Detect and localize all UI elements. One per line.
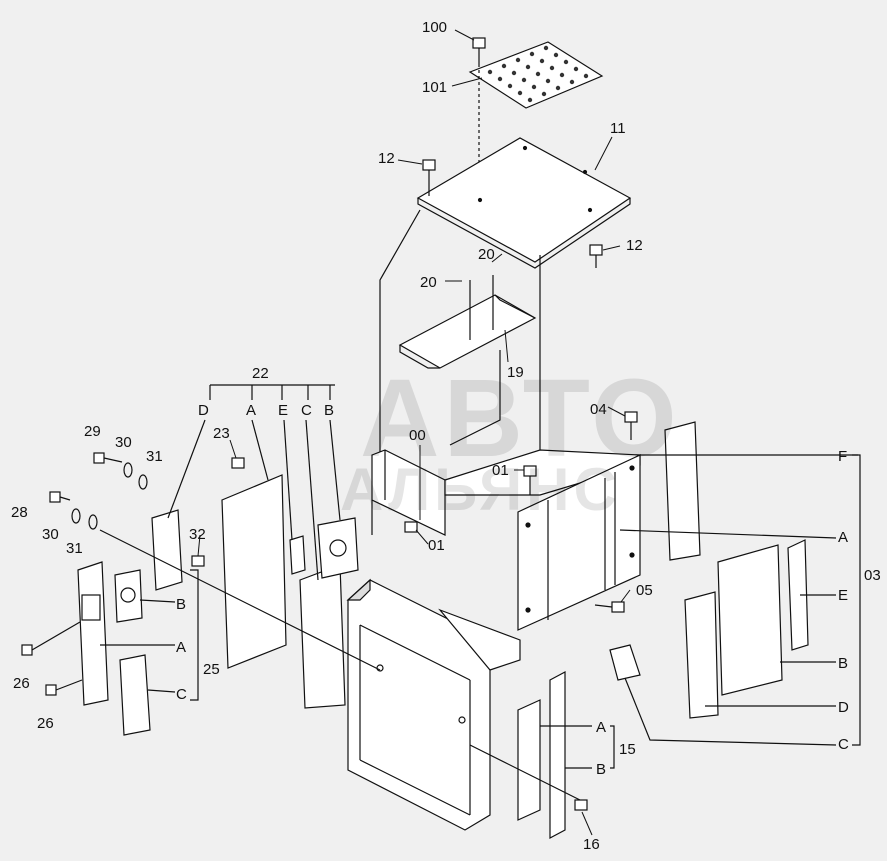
callout-22-A: A — [246, 402, 257, 419]
callout-28: 28 — [11, 504, 28, 521]
callout-03-C: C — [838, 736, 849, 753]
seal-03-E — [787, 539, 809, 651]
callout-00: 00 — [409, 427, 426, 444]
callout-29: 29 — [84, 423, 101, 440]
bolt-23 — [231, 457, 245, 469]
callout-22-B: B — [324, 402, 335, 419]
callout-23: 23 — [213, 425, 230, 442]
callout-15-B: B — [596, 761, 607, 778]
bolt-26-top — [21, 621, 81, 656]
seal-15 — [469, 671, 581, 839]
callout-30-top: 30 — [115, 434, 132, 451]
seal-22-D — [151, 509, 183, 591]
bolt-01-bottom — [404, 521, 418, 533]
callout-05: 05 — [636, 582, 653, 599]
callout-25-B: B — [176, 596, 187, 613]
callout-26-bottom: 26 — [37, 715, 54, 732]
callout-101: 101 — [422, 79, 448, 96]
callout-03-D: D — [838, 699, 849, 716]
callout-12-left: 12 — [378, 150, 395, 167]
callout-19: 19 — [507, 364, 524, 381]
callout-03-A: A — [838, 529, 849, 546]
bolt-28 — [49, 491, 71, 503]
callout-26-top: 26 — [13, 675, 30, 692]
perforated-plate-101 — [468, 41, 604, 109]
callout-01-bottom: 01 — [428, 537, 445, 554]
callout-30-bottom: 30 — [42, 526, 59, 543]
seal-25-C — [119, 654, 151, 736]
bolt-29 — [93, 452, 123, 464]
seal-03-D — [684, 591, 719, 719]
bolt-32 — [191, 555, 205, 567]
watermark-line2: АЛЬЯНС — [340, 456, 621, 523]
callout-15-A: A — [596, 719, 607, 736]
callout-25-A: A — [176, 639, 187, 656]
bolt-04 — [624, 411, 638, 440]
seal-22-E — [289, 535, 306, 575]
callout-20-upper: 20 — [478, 246, 495, 263]
callout-03-B: B — [838, 655, 849, 672]
washer-30-bottom — [71, 508, 81, 524]
callout-03-F: F — [838, 448, 848, 465]
seal-03-C — [609, 644, 641, 681]
washer-30-top — [123, 462, 133, 478]
plate-25-A — [77, 561, 109, 706]
callout-32: 32 — [189, 526, 206, 543]
callout-22-C: C — [301, 402, 312, 419]
seal-03-F — [664, 421, 701, 561]
seal-22-A — [221, 474, 287, 669]
callout-22: 22 — [252, 365, 269, 382]
bolt-01-top — [523, 465, 537, 495]
callout-12-right: 12 — [626, 237, 643, 254]
callout-25: 25 — [203, 661, 220, 678]
washer-31-bottom — [88, 514, 98, 530]
bolt-05 — [594, 601, 625, 613]
callout-22-E: E — [278, 402, 289, 419]
bolt-16 — [574, 799, 588, 811]
cover-plate-11 — [416, 137, 632, 269]
callout-03: 03 — [864, 567, 881, 584]
callout-15: 15 — [619, 741, 636, 758]
callout-20-lower: 20 — [420, 274, 437, 291]
seal-03-B — [717, 544, 783, 696]
callout-04: 04 — [590, 401, 607, 418]
seal-25-B — [114, 569, 143, 623]
bracket-19 — [398, 275, 537, 369]
watermark-line1: АВТО — [360, 357, 681, 480]
bolt-100 — [472, 37, 486, 200]
washer-31-top — [138, 474, 148, 490]
side-panel-right — [517, 454, 641, 631]
callout-03-E: E — [838, 587, 849, 604]
bolt-12-left — [422, 159, 436, 196]
callout-01-top: 01 — [492, 462, 509, 479]
callout-31-top: 31 — [146, 448, 163, 465]
bolt-12-right — [589, 244, 603, 268]
seal-22-C — [299, 564, 346, 709]
bolt-26-bottom — [45, 679, 83, 696]
seal-22-B — [317, 517, 359, 579]
callout-25-C: C — [176, 686, 187, 703]
callout-16: 16 — [583, 836, 600, 853]
callout-11: 11 — [610, 120, 626, 137]
callout-22-D: D — [198, 402, 209, 419]
radiator-core — [346, 578, 521, 831]
callout-31-bottom: 31 — [66, 540, 83, 557]
callout-100: 100 — [422, 19, 448, 36]
